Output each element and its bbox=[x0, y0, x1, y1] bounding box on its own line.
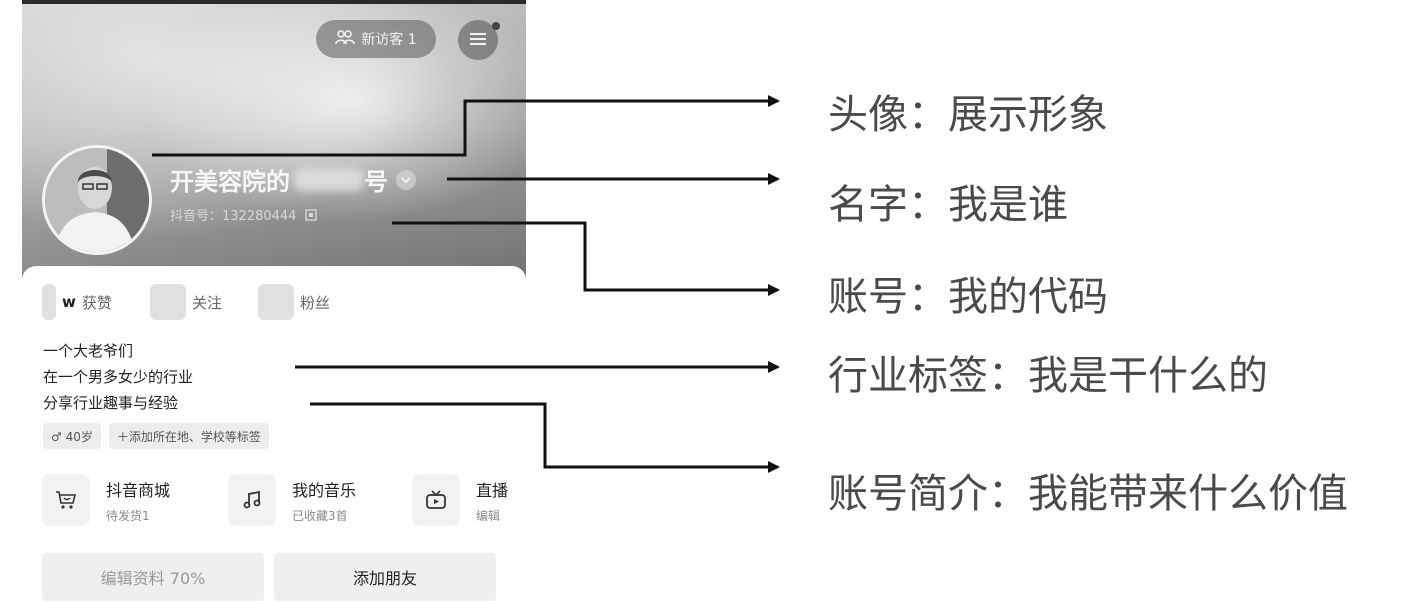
music-note-icon bbox=[228, 474, 276, 526]
edit-profile-button[interactable]: 编辑资料 70% bbox=[42, 553, 264, 601]
hamburger-icon bbox=[469, 31, 487, 50]
person-photo-icon bbox=[45, 148, 149, 252]
bio-line: 一个大老爷们 bbox=[43, 342, 134, 360]
likes-count: w bbox=[62, 293, 76, 311]
likes-stat[interactable]: w 获赞 bbox=[42, 284, 112, 320]
age-gender-tag: ♂ 40岁 bbox=[43, 423, 101, 449]
bio-line: 在一个男多女少的行业 bbox=[43, 368, 194, 386]
followers-label: 粉丝 bbox=[300, 293, 331, 312]
service-subtitle: 待发货1 bbox=[106, 508, 150, 523]
top-edge bbox=[22, 0, 526, 4]
visitor-label: 新访客 1 bbox=[361, 32, 417, 48]
service-title: 直播 bbox=[476, 480, 509, 500]
add-tag-button[interactable]: ＋添加所在地、学校等标签 bbox=[108, 423, 269, 449]
followers-stat[interactable]: 粉丝 bbox=[258, 284, 330, 320]
blurred-name-part bbox=[294, 168, 364, 191]
following-stat[interactable]: 关注 bbox=[150, 284, 222, 320]
profile-name-tail: 号 bbox=[364, 168, 388, 196]
new-visitors-button[interactable]: 新访客 1 bbox=[316, 20, 436, 58]
service-subtitle: 已收藏3首 bbox=[292, 508, 348, 523]
blurred-count bbox=[42, 284, 56, 320]
profile-bio: 一个大老爷们 在一个男多女少的行业 分享行业趣事与经验 bbox=[43, 338, 193, 416]
profile-tags: ♂ 40岁 ＋添加所在地、学校等标签 bbox=[43, 423, 269, 449]
cart-icon bbox=[42, 474, 90, 526]
profile-actions: 编辑资料 70% 添加朋友 bbox=[42, 553, 496, 601]
profile-name-text: 开美容院的 bbox=[170, 168, 290, 196]
likes-label: 获赞 bbox=[81, 293, 112, 312]
menu-button[interactable] bbox=[458, 20, 498, 60]
following-label: 关注 bbox=[192, 293, 223, 312]
add-friend-button[interactable]: 添加朋友 bbox=[274, 553, 496, 601]
annotation-account: 账号：我的代码 bbox=[828, 274, 1108, 320]
notification-dot bbox=[492, 22, 500, 30]
tv-icon bbox=[412, 474, 460, 526]
annotation-industry-tag: 行业标签：我是干什么的 bbox=[828, 353, 1268, 399]
service-title: 我的音乐 bbox=[292, 480, 357, 500]
service-shop[interactable]: 抖音商城 待发货1 bbox=[42, 472, 170, 528]
service-live[interactable]: 直播 编辑 bbox=[412, 472, 526, 528]
service-title: 抖音商城 bbox=[106, 480, 171, 500]
blurred-count bbox=[150, 284, 186, 320]
service-music[interactable]: 我的音乐 已收藏3首 bbox=[228, 472, 356, 528]
annotation-bio: 账号简介：我能带来什么价值 bbox=[828, 471, 1348, 517]
qr-code-icon[interactable] bbox=[301, 209, 317, 224]
people-icon bbox=[335, 29, 356, 49]
profile-name: 开美容院的 号 bbox=[170, 162, 416, 197]
profile-screen: 新访客 1 开美容院的 号 抖音号：13228044 bbox=[22, 0, 526, 603]
blurred-count bbox=[258, 284, 294, 320]
annotation-avatar: 头像：展示形象 bbox=[828, 92, 1108, 138]
service-shortcuts: 抖音商城 待发货1 我的音乐 已收藏3首 bbox=[42, 472, 526, 532]
account-id[interactable]: 抖音号：132280444 bbox=[170, 205, 317, 224]
avatar[interactable] bbox=[42, 145, 152, 255]
annotation-name: 名字：我是谁 bbox=[828, 182, 1068, 228]
stats-row: w 获赞 关注 粉丝 bbox=[42, 284, 522, 320]
bio-line: 分享行业趣事与经验 bbox=[43, 394, 179, 412]
chevron-down-icon[interactable] bbox=[396, 169, 416, 190]
service-subtitle: 编辑 bbox=[476, 508, 501, 523]
account-id-text: 抖音号：132280444 bbox=[170, 209, 297, 224]
